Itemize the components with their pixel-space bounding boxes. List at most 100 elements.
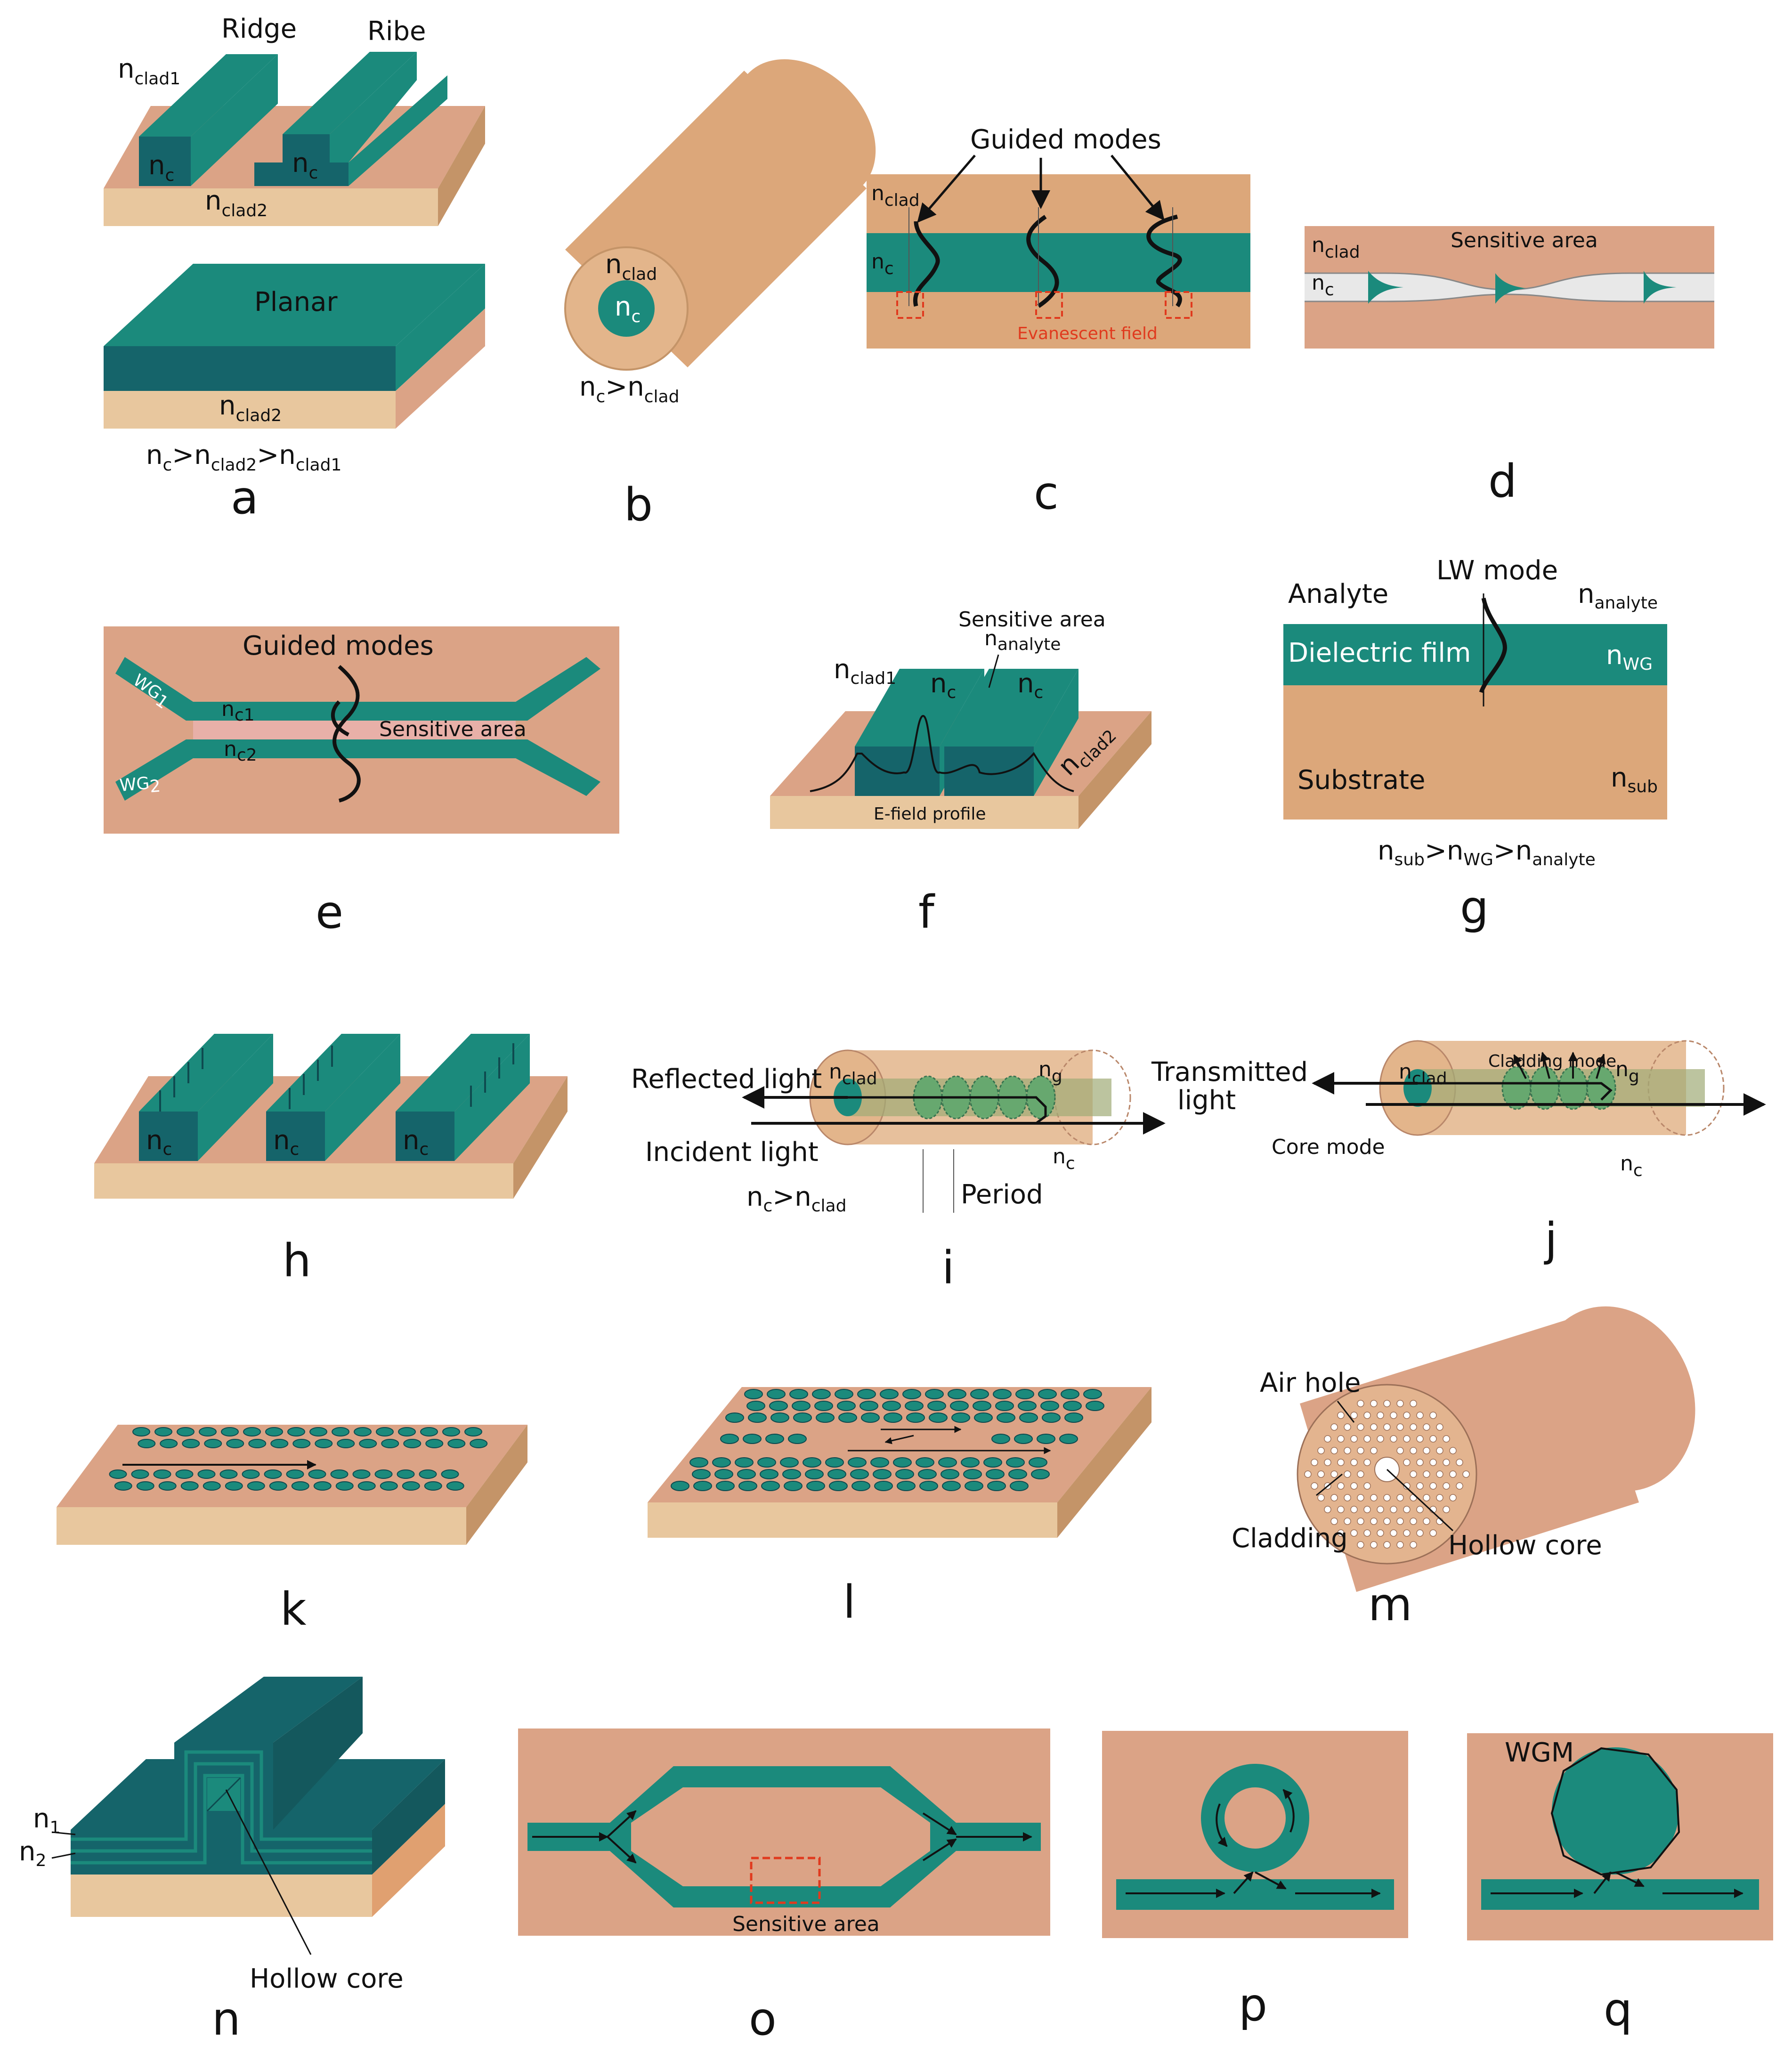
hollow-core-label-n: Hollow core (250, 1964, 404, 1994)
lw-mode-label: LW mode (1436, 555, 1558, 586)
film-label: Dielectric film (1288, 638, 1471, 668)
m-air-hole (1403, 1435, 1411, 1443)
m-air-hole (1416, 1412, 1424, 1419)
m-air-hole (1443, 1435, 1450, 1443)
nanalyte-label-f: nanalyte (984, 626, 1061, 654)
panel-i: Reflected light Incident light Transmitt… (631, 1049, 1308, 1294)
m-air-hole (1344, 1447, 1351, 1454)
ribe-label: Ribe (367, 16, 426, 47)
k-hole (308, 1469, 326, 1479)
k-hole (180, 1481, 199, 1491)
l-hole (692, 1469, 711, 1479)
k-hole (447, 1439, 466, 1448)
l-hole (848, 1457, 867, 1468)
l-hole (880, 1389, 899, 1399)
grating-block-2 (266, 1034, 400, 1161)
nclad1-label: nclad1 (118, 54, 180, 89)
m-air-hole (1370, 1423, 1378, 1431)
m-air-hole (1337, 1482, 1345, 1490)
guided-modes-label-e: Guided modes (243, 631, 434, 661)
l-hole (873, 1469, 892, 1479)
l-hole (1008, 1469, 1027, 1479)
l-hole (1063, 1401, 1082, 1411)
m-air-hole (1344, 1494, 1351, 1501)
l-hole (712, 1457, 731, 1468)
nc-label-h1: nc (146, 1125, 172, 1159)
m-air-hole (1317, 1494, 1325, 1501)
m-air-hole (1410, 1541, 1417, 1549)
k-hole (270, 1439, 289, 1448)
panel-q: WGM q (1467, 1733, 1773, 2036)
panel-a: Ridge Ribe nclad1 nc nc nclad2 Planar nc… (104, 14, 485, 524)
m-air-hole (1350, 1529, 1358, 1537)
l-hole (1006, 1457, 1025, 1468)
ridge-label: Ridge (221, 14, 297, 44)
l-hole (1010, 1481, 1029, 1491)
air-hole-label: Air hole (1260, 1368, 1361, 1398)
panel-d: Sensitive area nclad nc d (1305, 226, 1714, 508)
k-hole (247, 1481, 265, 1491)
l-hole (748, 1412, 767, 1423)
panel-f-letter: f (918, 886, 935, 939)
m-air-hole (1344, 1423, 1351, 1431)
l-hole (919, 1481, 938, 1491)
sensitive-label-f: Sensitive area (958, 608, 1106, 632)
k-hole (292, 1439, 311, 1448)
l-hole (838, 1412, 857, 1423)
m-air-hole (1449, 1494, 1457, 1501)
nc-label-h2: nc (273, 1125, 299, 1159)
k-hole (470, 1439, 488, 1448)
m-air-hole (1429, 1412, 1437, 1419)
m-air-hole (1377, 1506, 1384, 1513)
analyte-label: Analyte (1288, 579, 1388, 609)
m-air-hole (1344, 1518, 1351, 1525)
l-hole (805, 1469, 824, 1479)
nclad-label-b: nclad (605, 249, 657, 284)
l-hole (882, 1401, 901, 1411)
k-hole (197, 1469, 216, 1479)
m-air-hole (1390, 1506, 1397, 1513)
m-air-hole (1330, 1518, 1338, 1525)
transmitted-label-1: Transmitted (1151, 1057, 1308, 1087)
panel-b: nclad nc nc>nclad b (564, 59, 876, 531)
l-hole (929, 1412, 948, 1423)
panel-c-letter: c (1034, 467, 1059, 519)
m-air-hole (1423, 1518, 1430, 1525)
hollow-core-label-m: Hollow core (1448, 1530, 1602, 1561)
nwg-label: nWG (1606, 640, 1653, 674)
evanescent-label: Evanescent field (1017, 324, 1158, 343)
substrate-label: Substrate (1297, 765, 1425, 795)
l-hole (951, 1412, 970, 1423)
l-hole (737, 1469, 756, 1479)
m-air-hole (1403, 1482, 1411, 1490)
m-air-hole (1456, 1459, 1463, 1466)
k-hole (132, 1427, 150, 1436)
l-hole (950, 1401, 969, 1411)
panel-g: LW mode Analyte nanalyte Dielectric film… (1283, 555, 1667, 934)
m-air-hole (1383, 1541, 1391, 1549)
k-hole (359, 1439, 377, 1448)
m-air-hole (1416, 1435, 1424, 1443)
panel-e-letter: e (316, 886, 343, 939)
panel-i-letter: i (942, 1242, 955, 1294)
m-air-hole (1423, 1423, 1430, 1431)
m-air-hole (1330, 1494, 1338, 1501)
m-air-hole (1344, 1470, 1351, 1478)
l-hole (1064, 1412, 1083, 1423)
efield-label: E-field profile (874, 804, 986, 824)
k-hole (114, 1481, 132, 1491)
k-hole (160, 1439, 178, 1448)
m-air-hole (1350, 1506, 1358, 1513)
m-air-hole (1350, 1482, 1358, 1490)
relation-b: nc>nclad (579, 372, 679, 406)
l-hole (1029, 1457, 1047, 1468)
nc-ridge-label: nc (148, 150, 174, 185)
m-air-hole (1357, 1470, 1364, 1478)
m-air-hole (1383, 1400, 1391, 1407)
k-hole (199, 1427, 217, 1436)
l-hole (812, 1389, 831, 1399)
nclad-label-i: nclad (829, 1060, 877, 1088)
nc-label-b: nc (615, 292, 641, 326)
l-hole (906, 1412, 925, 1423)
nc-label-f2: nc (1017, 668, 1043, 702)
